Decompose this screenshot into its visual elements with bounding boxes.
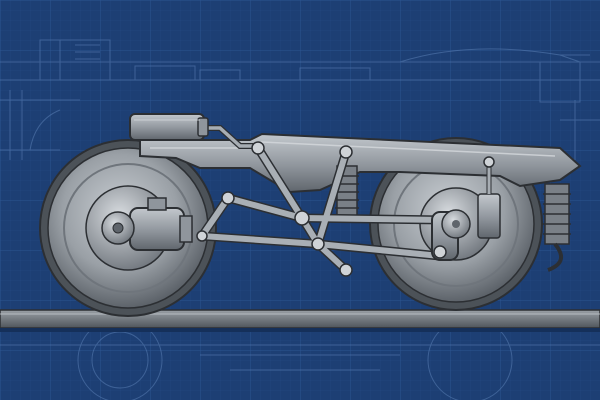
rear-spring [543,183,571,272]
rail [0,309,600,332]
air-cylinder [129,113,209,141]
brake-cylinder [101,197,193,251]
pivot-pins [196,141,495,277]
